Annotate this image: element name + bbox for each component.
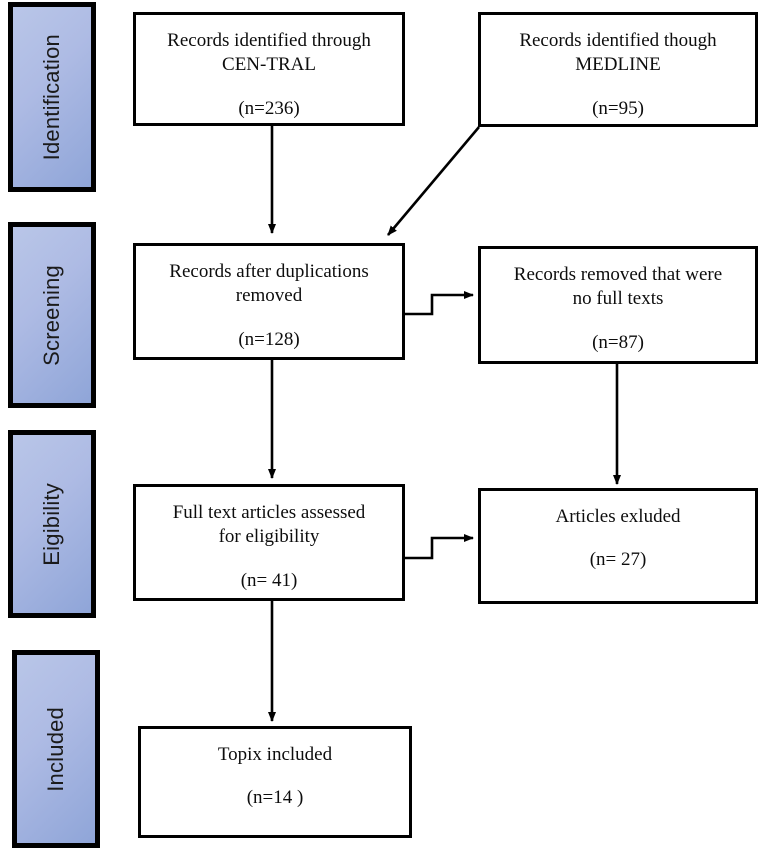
- arrow-medline-to-duplicates: [387, 126, 480, 236]
- flow-box-count: (n=95): [592, 97, 644, 119]
- flow-box-title: Full text articles assessed for eligibil…: [172, 502, 366, 548]
- flow-box-records-after-duplications: Records after duplications removed (n=12…: [133, 243, 405, 360]
- flow-box-title: Records after duplications removed: [169, 261, 369, 307]
- flow-box-records-medline: Records identified though MEDLINE (n=95): [478, 12, 758, 127]
- flow-box-count: (n= 27): [589, 549, 647, 571]
- arrow-duplicates-to-removed: [405, 291, 474, 316]
- flow-box-count: (n=128): [238, 328, 300, 350]
- flow-box-count: (n=236): [238, 97, 300, 119]
- stage-box-identification: Identification: [8, 2, 96, 192]
- flow-box-count: (n=14 ): [246, 787, 304, 809]
- flow-box-title: Records identified though MEDLINE: [519, 30, 717, 76]
- flow-box-articles-excluded: Articles exluded (n= 27): [478, 488, 758, 604]
- stage-label-included: Included: [43, 706, 68, 792]
- flow-box-title: Records identified through CEN-TRAL: [167, 30, 371, 76]
- flow-box-title: Topix included: [217, 744, 333, 765]
- stage-box-included: Included: [12, 650, 100, 848]
- stage-label-screening: Screening: [39, 264, 64, 366]
- stage-box-eligibility: Eigibility: [8, 430, 96, 618]
- flow-box-full-text-assessed: Full text articles assessed for eligibil…: [133, 484, 405, 601]
- flow-box-records-central: Records identified through CEN-TRAL (n=2…: [133, 12, 405, 126]
- flow-box-count: (n= 41): [240, 569, 298, 591]
- flow-box-records-removed-no-full-text: Records removed that were no full texts …: [478, 246, 758, 364]
- arrow-fulltext-to-excluded: [405, 534, 474, 560]
- stage-label-identification: Identification: [39, 33, 64, 161]
- flow-box-topics-included: Topix included (n=14 ): [138, 726, 412, 838]
- flow-box-title: Records removed that were no full texts: [513, 264, 723, 310]
- stage-label-eligibility: Eigibility: [39, 482, 64, 566]
- flow-box-count: (n=87): [592, 331, 644, 353]
- stage-box-screening: Screening: [8, 222, 96, 408]
- flow-box-title: Articles exluded: [555, 506, 681, 527]
